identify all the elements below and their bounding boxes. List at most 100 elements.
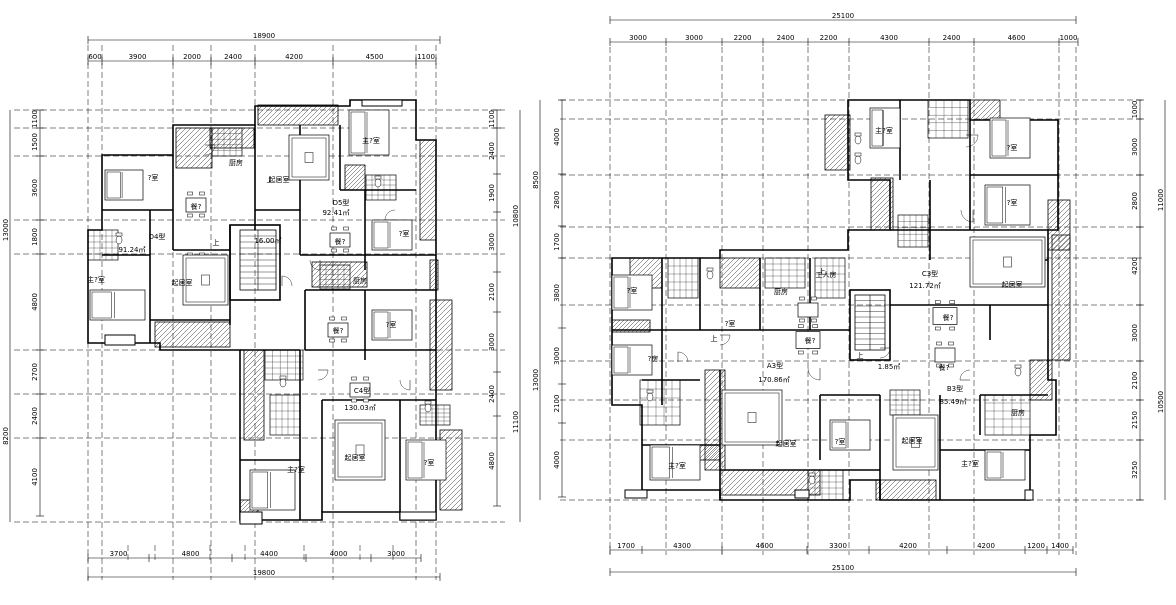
- room-label-b3-area-r: 85.49㎡: [939, 398, 966, 406]
- dimension-label: 1200: [1027, 542, 1045, 550]
- room-label-c4-master: 主?室: [287, 465, 305, 474]
- dimension-label: 2100: [1131, 372, 1139, 390]
- tile-grid: [87, 229, 119, 261]
- dining-table-icon: [185, 191, 207, 218]
- toilet-icon: [808, 472, 816, 485]
- door-swing: [204, 144, 216, 156]
- bed-icon: [249, 469, 296, 511]
- dimension-label: 2700: [31, 363, 39, 381]
- bed-icon: [984, 184, 1031, 226]
- door-swing: [317, 369, 329, 381]
- dimension-label: 4400: [260, 550, 278, 558]
- room-label-c4-living: 起居室: [345, 453, 366, 462]
- dining-table-icon: [349, 376, 371, 403]
- sofa-icon: [892, 414, 939, 471]
- room-labels: 主?室?室餐?厨房起居室D4型91.24㎡16.00㎡主?室起居室D5型92.4…: [87, 126, 1025, 474]
- door-swing: [384, 209, 396, 221]
- room-label-d4-type: D4型: [149, 232, 166, 241]
- dimension-label: 2150: [1131, 411, 1139, 429]
- dimension-label: 3000: [553, 347, 561, 365]
- sofa-icon: [288, 134, 330, 181]
- room-label-c3-type-r: C3型: [922, 269, 938, 278]
- room-label-d5-master: 主?室: [362, 136, 380, 145]
- stair-up-mark: 上: [213, 238, 220, 247]
- dimension-label: 1900: [488, 184, 496, 202]
- hatch-area: [1047, 199, 1071, 251]
- room-label-d5-living: 起居室: [269, 175, 290, 184]
- hatch-area: [1051, 234, 1071, 361]
- room-label-c4-bed1: ?室: [386, 320, 397, 329]
- dimension-label: 2400: [224, 53, 242, 61]
- room-label-a3-type-r: A3型: [767, 361, 783, 370]
- room-label-c3-bed2-r: ?室: [1007, 198, 1018, 207]
- stair-up-mark: 上: [819, 267, 826, 276]
- dimension-label: 3700: [110, 550, 128, 558]
- toilet-icon: [706, 267, 714, 280]
- door-swing: [807, 367, 821, 381]
- total-dimension: 10800: [512, 205, 520, 227]
- tile-grid: [667, 257, 699, 299]
- bed-icon: [104, 169, 144, 201]
- tile-grid: [211, 127, 243, 157]
- room-label-b3-master-r: 主?室: [961, 459, 979, 468]
- toilet-icon: [854, 152, 862, 165]
- dimension-label: 1000: [1131, 101, 1139, 119]
- dimension-label: 2400: [943, 34, 961, 42]
- hatch-area: [419, 139, 437, 241]
- total-dimension: 19800: [253, 569, 275, 577]
- dimension-label: 1700: [617, 542, 635, 550]
- dimension-label: 4600: [1008, 34, 1026, 42]
- bed-icon: [984, 449, 1026, 481]
- room-label-c4-dining: 餐?: [333, 326, 344, 335]
- bed-icon: [348, 109, 390, 156]
- room-label-b3-dining-r: 餐?: [939, 363, 950, 372]
- dimension-label: 1700: [553, 233, 561, 251]
- door-swing: [965, 134, 979, 148]
- dimension-label: 2100: [553, 395, 561, 413]
- dimension-label: 600: [88, 53, 101, 61]
- dimension-label: 4300: [880, 34, 898, 42]
- room-label-a3-kitchen-r: 厨房: [774, 287, 788, 296]
- room-label-c4-bed2: ?室: [424, 458, 435, 467]
- axis-grid: [14, 45, 1145, 580]
- hatch-area: [154, 321, 231, 348]
- stair-up-mark: 上: [857, 351, 864, 360]
- room-label-d4-area: 91.24㎡: [118, 246, 145, 254]
- dining-table-icon: [932, 300, 958, 331]
- dimension-label: 2200: [734, 34, 752, 42]
- bed-icon: [371, 219, 413, 251]
- room-label-c3-living-r: 起居室: [1002, 280, 1023, 289]
- dining-table-icon: [329, 226, 351, 253]
- room-label-b3-type-r: B3型: [947, 384, 963, 393]
- dimension-label: 3000: [488, 333, 496, 351]
- dimension-label: 3800: [553, 284, 561, 302]
- total-dimension: 18900: [253, 32, 275, 40]
- bed-icon: [405, 439, 447, 481]
- dimension-label: 1000: [1060, 34, 1078, 42]
- hatch-area: [1029, 359, 1053, 401]
- tile-grid: [319, 264, 351, 290]
- tile-grid: [984, 394, 1031, 436]
- room-label-b3-living-r: 起居室: [902, 436, 923, 445]
- hatch-area: [429, 299, 453, 391]
- hatch-area: [719, 257, 761, 289]
- room-label-a3-living-r: 起居室: [776, 439, 797, 448]
- dimension-label: 4800: [31, 293, 39, 311]
- room-label-core-area-r: 1.85㎡: [878, 363, 901, 371]
- dimension-label: 3600: [31, 179, 39, 197]
- hatch-area: [875, 479, 937, 501]
- dimension-label: 4300: [673, 542, 691, 550]
- dimension-label: 4200: [899, 542, 917, 550]
- dimension-label: 3000: [629, 34, 647, 42]
- dimension-label: 2400: [31, 407, 39, 425]
- dimension-label: 2400: [488, 385, 496, 403]
- hatch-area: [243, 349, 265, 441]
- dimension-label: 1100: [417, 53, 435, 61]
- hatch-area: [439, 429, 463, 511]
- bed-icon: [829, 419, 871, 451]
- total-dimension: 8500: [532, 171, 540, 189]
- toilet-icon: [374, 175, 382, 188]
- dimension-label: 1400: [1051, 542, 1069, 550]
